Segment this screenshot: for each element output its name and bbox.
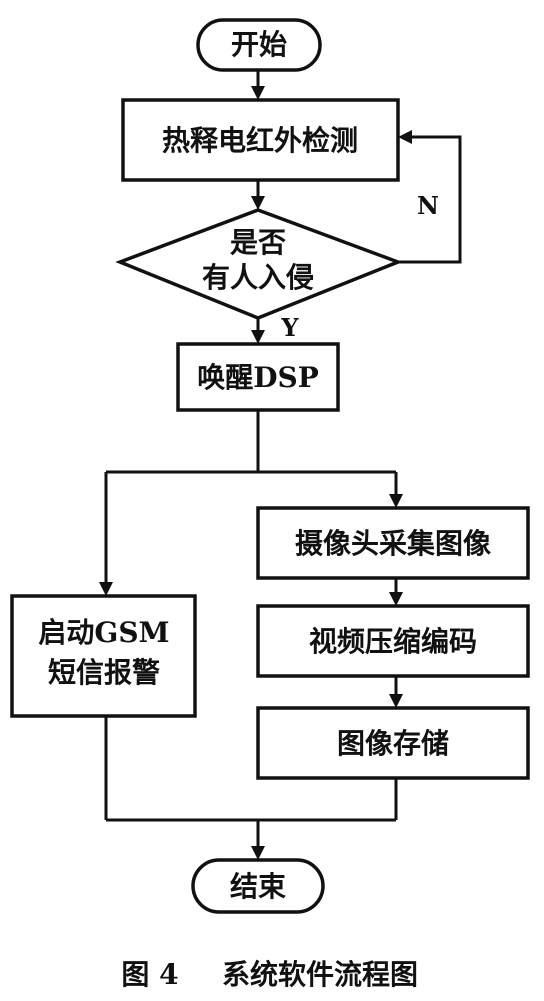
arrowhead-to-compress	[389, 592, 403, 606]
end-label: 结束	[230, 870, 286, 903]
arrowhead-to-decision	[251, 196, 265, 210]
decision-label-line2: 有人入侵	[202, 261, 314, 294]
figure-title: 系统软件流程图	[222, 958, 418, 991]
arrowhead-to-end	[251, 846, 265, 860]
arrowhead-loop-to-detect	[398, 130, 412, 144]
arrowhead-to-store	[389, 694, 403, 708]
video-compress-box	[256, 604, 530, 678]
no-branch-label: N	[417, 191, 439, 220]
image-store-label: 图像存储	[337, 727, 449, 760]
pir-detect-label: 热释电红外检测	[162, 124, 358, 157]
gsm-label-line1: 启动GSM	[38, 616, 169, 649]
intrusion-decision-diamond	[115, 208, 403, 320]
arrowhead-to-gsm	[99, 582, 113, 596]
gsm-label-line2: 短信报警	[48, 656, 160, 689]
camera-capture-label: 摄像头采集图像	[295, 527, 492, 560]
wake-dsp-box	[176, 342, 340, 412]
image-store-box	[256, 706, 530, 780]
arrowhead-to-wake	[251, 330, 265, 344]
pir-detect-box	[121, 98, 400, 182]
arrowhead-to-camera	[389, 494, 403, 508]
yes-branch-label: Y	[280, 313, 299, 342]
end-terminal	[191, 858, 325, 914]
decision-label-line1: 是否	[230, 226, 286, 259]
figure-number: 图 4	[121, 958, 178, 991]
connector-decision-no-loop	[398, 135, 462, 264]
video-compress-label: 视频压缩编码	[309, 625, 477, 658]
start-terminal	[196, 18, 322, 72]
start-label: 开始	[231, 28, 287, 61]
arrowhead-to-detect	[251, 86, 265, 100]
gsm-alarm-box	[10, 594, 197, 718]
camera-capture-box	[256, 506, 530, 580]
wake-dsp-label: 唤醒DSP	[197, 361, 319, 394]
